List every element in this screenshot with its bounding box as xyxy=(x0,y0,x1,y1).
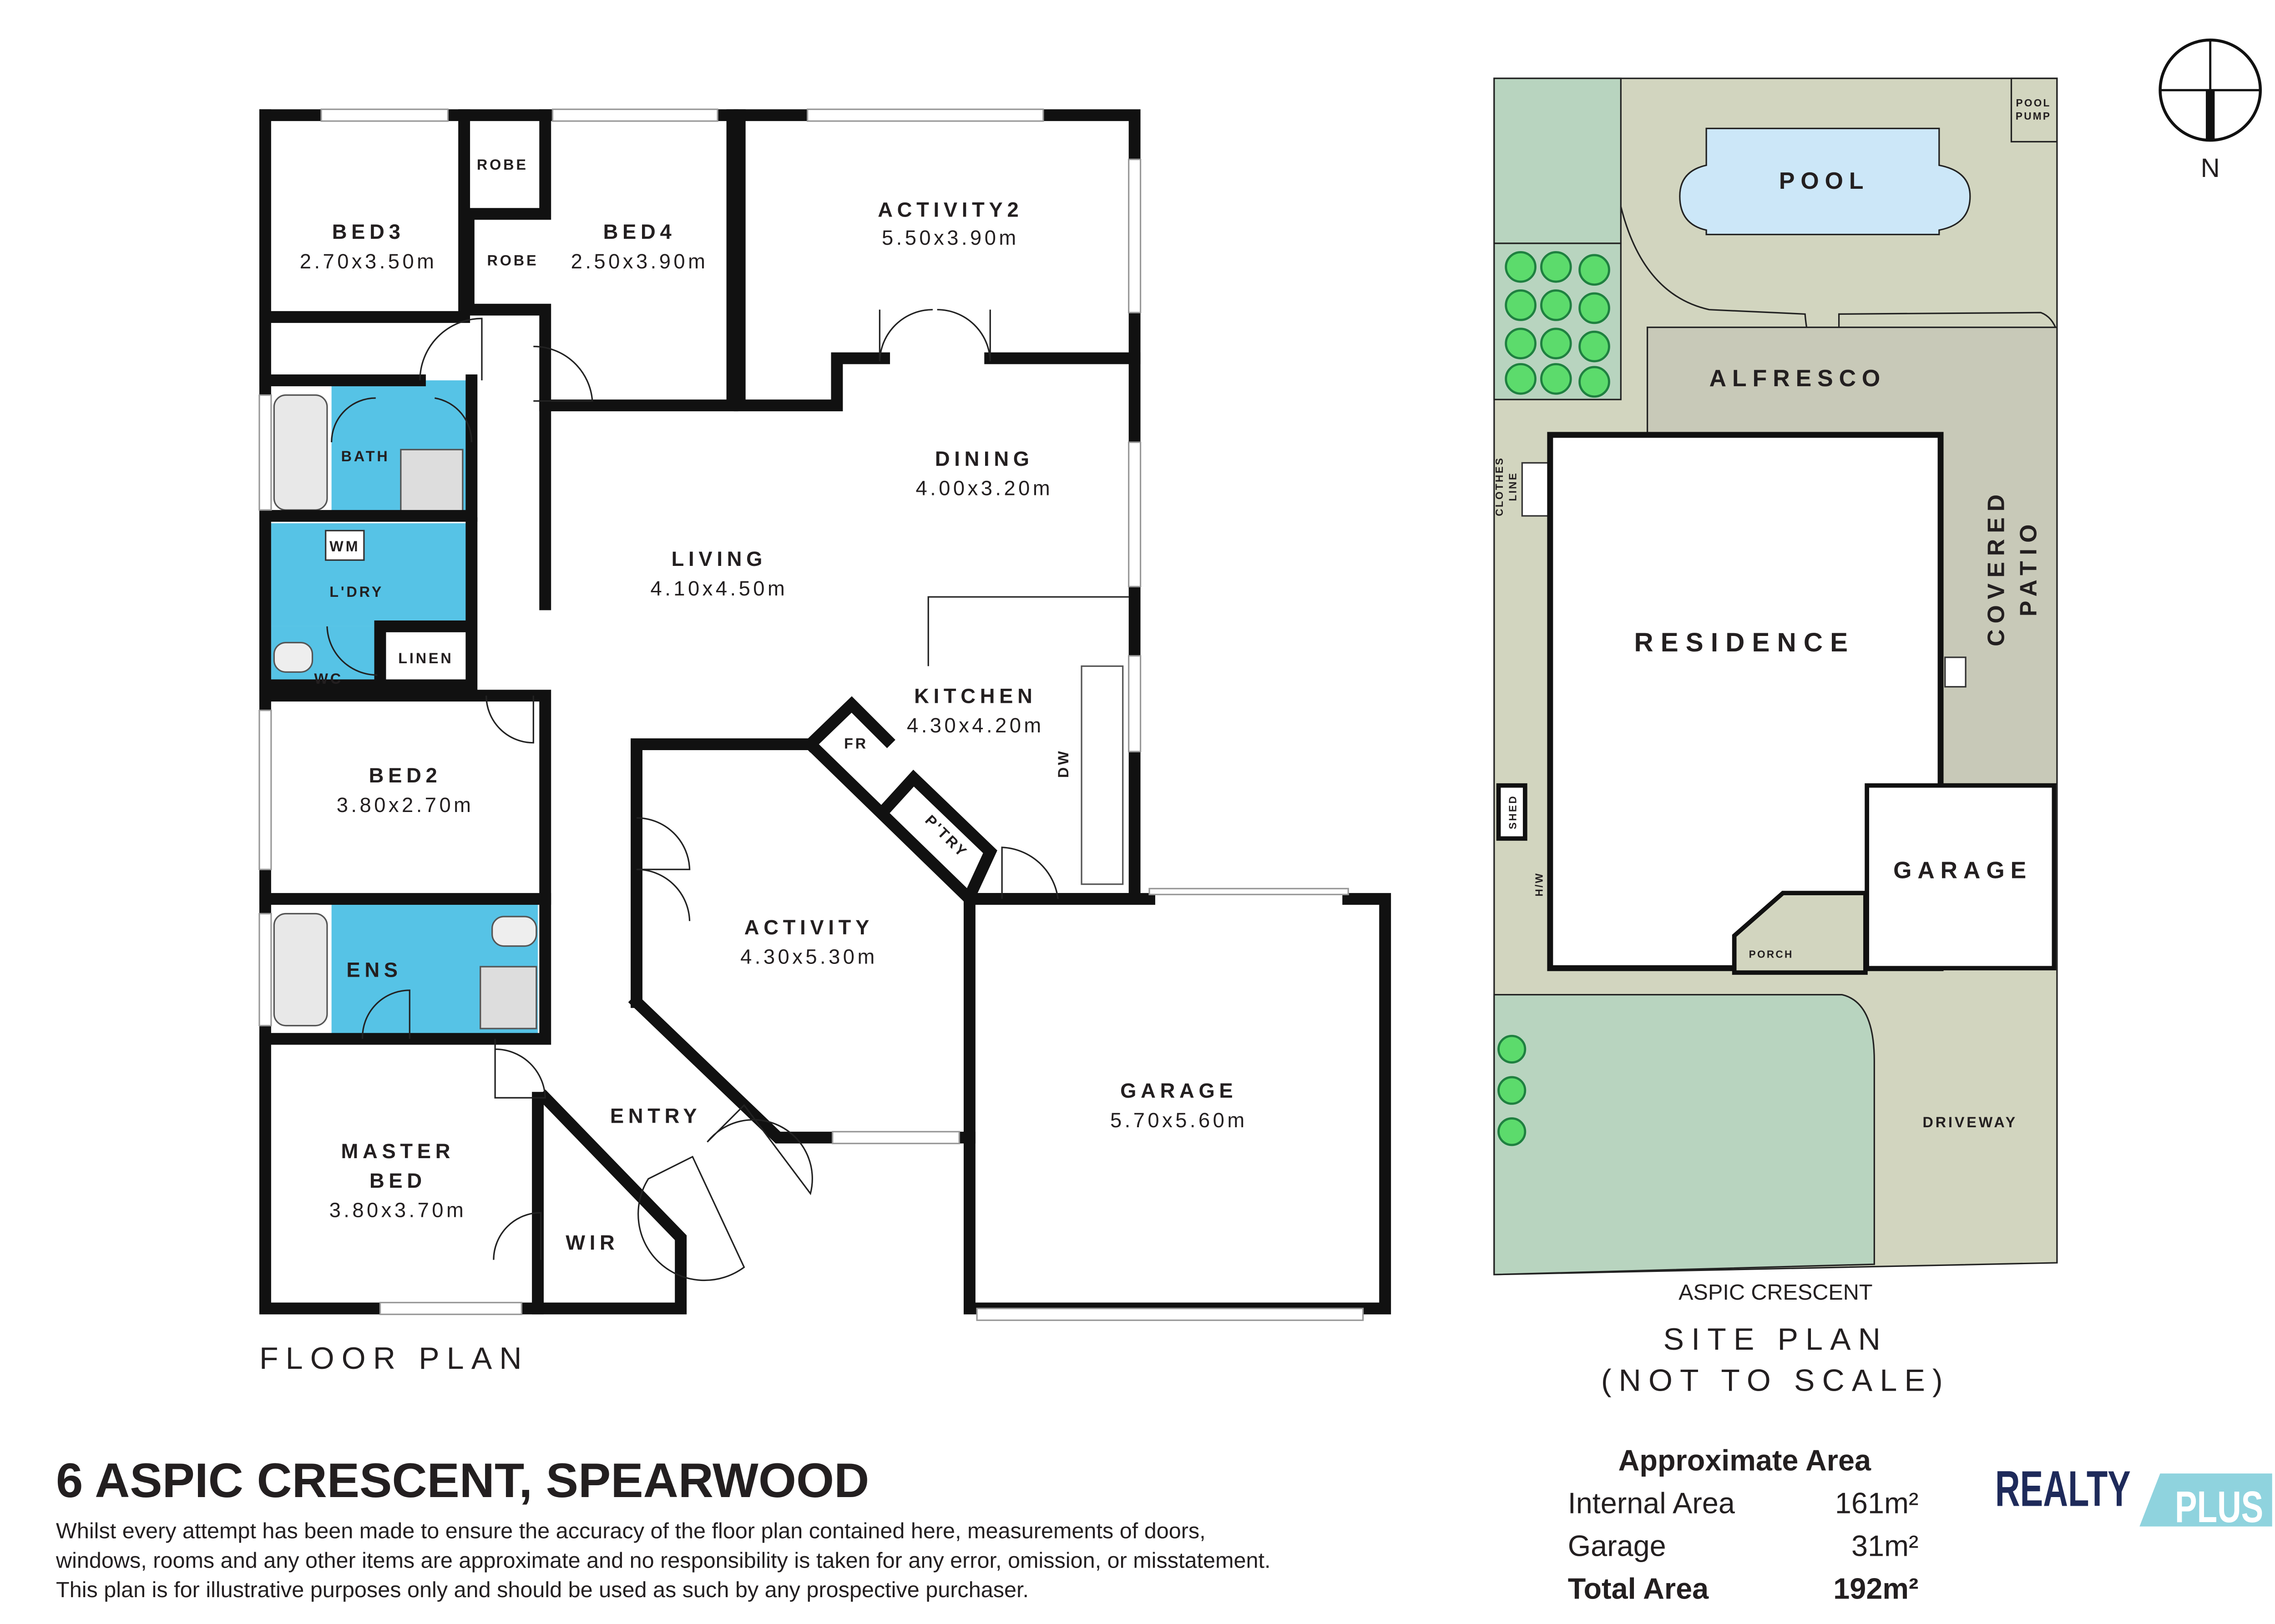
room-dims-bed4: 2.50x3.90m xyxy=(571,250,708,273)
kitchen-bench xyxy=(1081,665,1124,885)
windows xyxy=(258,108,1364,1321)
property-address: 6 ASPIC CRESCENT, SPEARWOOD xyxy=(56,1453,869,1508)
room-label-garage: GARAGE xyxy=(1120,1079,1237,1102)
site-plan: POOL POOL PUMP ALFRESCO CLOTHES LINE COV… xyxy=(1493,38,2262,1398)
toilet-icon xyxy=(273,641,313,673)
realty-plus-logo: REALTY PLUS xyxy=(1995,1461,2272,1532)
room-label-wir: WIR xyxy=(566,1231,619,1254)
grass-area xyxy=(1493,77,1622,244)
site-label-residence: RESIDENCE xyxy=(1634,628,1855,657)
room-label-bed3: BED3 xyxy=(332,220,405,243)
room-dims-dining: 4.00x3.20m xyxy=(915,477,1053,500)
area-label-total: Total Area xyxy=(1568,1572,1709,1605)
site-label-garage: GARAGE xyxy=(1893,857,2032,883)
room-dims-activity2: 5.50x3.90m xyxy=(882,226,1019,249)
kitchen-island xyxy=(927,596,1129,666)
tap-box xyxy=(1944,656,1967,688)
room-label-fridge: FR xyxy=(844,736,868,752)
site-plan-title: SITE PLAN xyxy=(1663,1322,1888,1357)
toilet-icon xyxy=(491,916,537,947)
room-dims-bed2: 3.80x2.70m xyxy=(337,793,474,817)
room-label-bath: BATH xyxy=(341,448,390,464)
trees xyxy=(1497,251,1610,1146)
room-label-living: LIVING xyxy=(672,547,767,570)
site-plan-subtitle: (NOT TO SCALE) xyxy=(1601,1363,1950,1398)
room-label-laundry: L'DRY xyxy=(329,584,384,600)
site-label-hot-water: H/W xyxy=(1533,872,1545,897)
floor-plan-title: FLOOR PLAN xyxy=(259,1341,529,1376)
room-dims-activity: 4.30x5.30m xyxy=(740,945,878,968)
washing-machine-box xyxy=(325,530,365,561)
shower-icon xyxy=(480,966,537,1029)
area-label-internal: Internal Area xyxy=(1568,1487,1735,1520)
area-value-garage: 31m² xyxy=(1851,1529,1919,1562)
area-value-internal: 161m² xyxy=(1835,1487,1919,1520)
site-label-alfresco: ALFRESCO xyxy=(1709,365,1886,391)
disclaimer-line: Whilst every attempt has been made to en… xyxy=(56,1519,1206,1543)
compass-icon xyxy=(2159,38,2262,142)
site-label-clothes-line: CLOTHES xyxy=(1493,457,1505,516)
steps xyxy=(1521,462,1550,517)
disclaimer-line: This plan is for illustrative purposes o… xyxy=(56,1578,1029,1602)
site-label-porch: PORCH xyxy=(1749,948,1794,960)
room-label-robe: ROBE xyxy=(477,156,528,173)
bathtub-icon xyxy=(273,394,328,511)
area-value-total: 192m² xyxy=(1833,1572,1918,1605)
site-label-shed: SHED xyxy=(1507,795,1518,829)
room-label-master: MASTER xyxy=(341,1140,455,1163)
room-label-master-bed: BED xyxy=(369,1169,426,1192)
shed-box xyxy=(1496,783,1527,841)
footer: 6 ASPIC CRESCENT, SPEARWOOD Whilst every… xyxy=(56,1444,2272,1605)
room-dims-kitchen: 4.30x4.20m xyxy=(907,714,1044,737)
bathtub-icon xyxy=(273,913,328,1027)
shower-icon xyxy=(400,449,464,512)
site-label-covered-patio: COVERED xyxy=(1982,489,2009,646)
room-label-dining: DINING xyxy=(935,447,1034,470)
site-label-pool-pump: POOL xyxy=(2016,97,2051,109)
room-label-robe: ROBE xyxy=(487,252,539,269)
garage-outline xyxy=(1865,783,2057,971)
disclaimer-line: windows, rooms and any other items are a… xyxy=(56,1548,1270,1573)
room-label-bed2: BED2 xyxy=(369,764,442,787)
area-heading: Approximate Area xyxy=(1618,1444,1871,1477)
floor-plan: BED3 2.70x3.50m ROBE ROBE BED4 2.50x3.90… xyxy=(258,108,1391,1376)
room-label-linen: LINEN xyxy=(398,650,453,666)
front-lawn xyxy=(1493,994,1875,1276)
room-dims-living: 4.10x4.50m xyxy=(651,577,788,600)
area-label-garage: Garage xyxy=(1568,1529,1666,1562)
room-dims-bed3: 2.70x3.50m xyxy=(300,250,437,273)
room-dims-master: 3.80x3.70m xyxy=(329,1199,467,1222)
pool-pump-box xyxy=(2010,77,2058,143)
room-label-kitchen: KITCHEN xyxy=(914,684,1036,707)
room-label-wc: WC xyxy=(314,671,343,687)
room-label-wm: WM xyxy=(329,538,360,555)
laundry-tiles xyxy=(271,523,469,626)
site-label-covered-patio-2: PATIO xyxy=(2015,519,2042,616)
site-label-clothes-line-2: LINE xyxy=(1507,472,1518,501)
site-label-pool: POOL xyxy=(1779,167,1870,194)
compass-north-label: N xyxy=(2201,153,2220,183)
room-label-activity: ACTIVITY xyxy=(744,916,874,939)
room-label-dishwasher: DW xyxy=(1055,749,1072,778)
room-label-entry: ENTRY xyxy=(610,1104,702,1127)
logo-word-plus: PLUS xyxy=(2175,1482,2263,1532)
pool-shape xyxy=(1679,127,1971,236)
room-label-bed4: BED4 xyxy=(603,220,676,243)
street-name: ASPIC CRESCENT xyxy=(1678,1280,1872,1305)
site-label-pool-pump-2: PUMP xyxy=(2016,110,2051,122)
site-label-driveway: DRIVEWAY xyxy=(1923,1114,2018,1130)
logo-word-realty: REALTY xyxy=(1995,1461,2131,1517)
room-label-ensuite: ENS xyxy=(346,958,402,982)
doors xyxy=(326,309,1059,1281)
room-dims-garage: 5.70x5.60m xyxy=(1110,1109,1248,1132)
logo-plus-background xyxy=(2139,1473,2272,1527)
room-label-activity2: ACTIVITY2 xyxy=(878,198,1023,222)
